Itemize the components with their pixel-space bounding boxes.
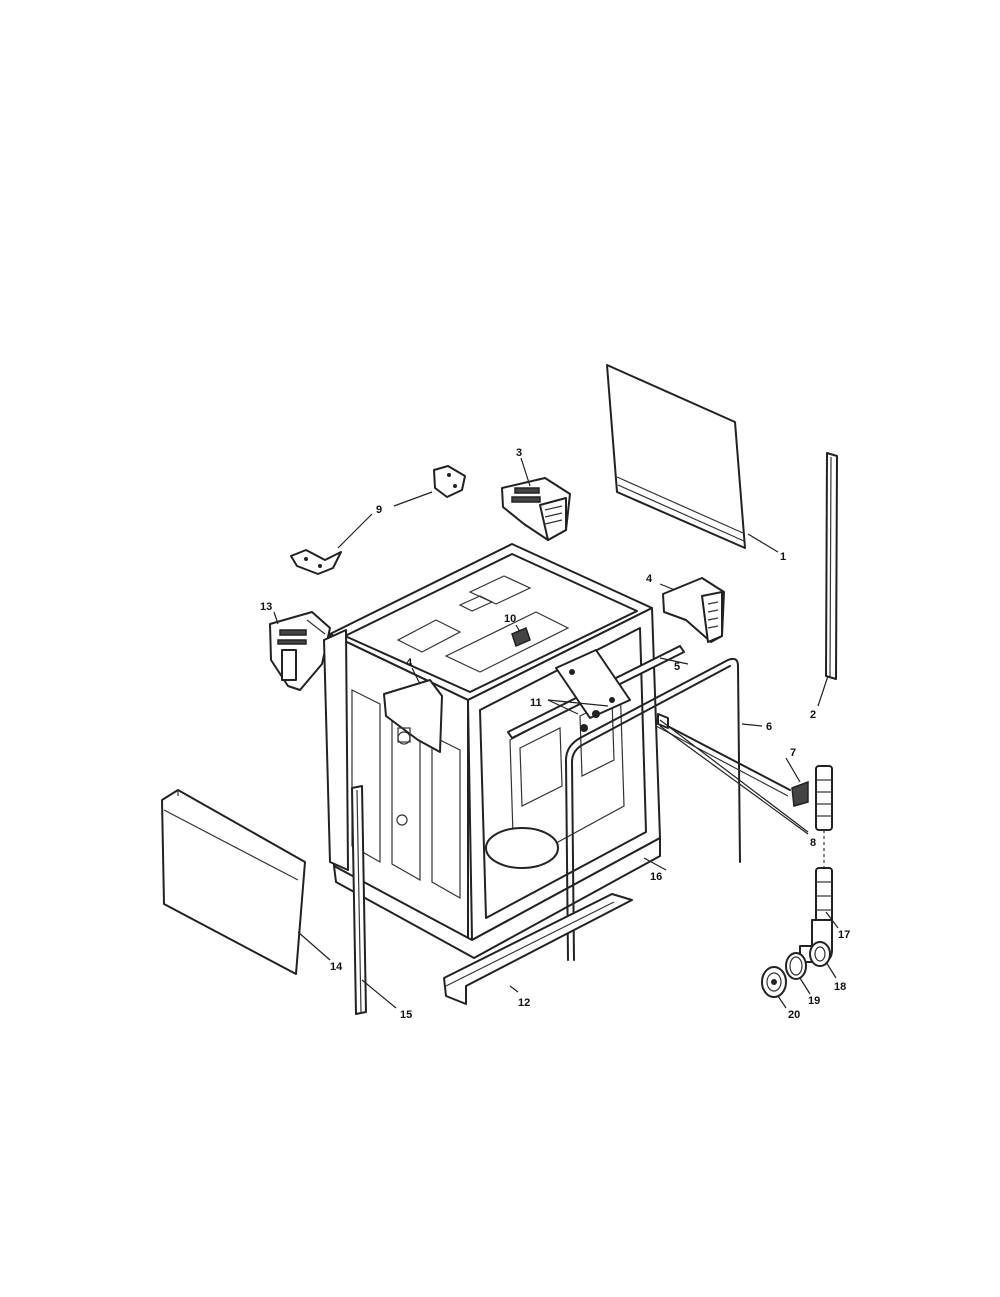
part-6-rod	[565, 657, 741, 961]
callout-17: 17	[838, 929, 850, 941]
part-9-bracket-top	[433, 465, 466, 498]
callout-1: 1	[780, 551, 786, 563]
part-14-panel	[161, 789, 306, 975]
callout-15: 15	[400, 1009, 412, 1021]
part-4-bracket-right	[662, 577, 725, 643]
part-11-fasteners	[555, 649, 631, 732]
callout-3: 3	[516, 447, 522, 459]
callout-19: 19	[808, 995, 820, 1007]
callout-4-right: 4	[646, 573, 653, 585]
callout-2: 2	[810, 709, 816, 721]
callout-6: 6	[766, 721, 772, 733]
part-7-8-slider	[655, 713, 809, 807]
callout-8: 8	[810, 837, 816, 849]
part-18-elbow	[799, 919, 833, 967]
callout-14: 14	[330, 961, 343, 973]
part-17-fitting	[815, 765, 833, 929]
callout-labels: 1 2 3 4 4 5 6 7 8 9 10 11 12 13 14 15 16…	[260, 447, 850, 1021]
part-20-cap	[761, 966, 787, 998]
callout-9: 9	[376, 504, 382, 516]
part-13-bracket	[269, 611, 331, 691]
callout-11: 11	[530, 697, 542, 709]
callout-13: 13	[260, 601, 272, 613]
callout-12: 12	[518, 997, 530, 1009]
leader-lines	[273, 457, 839, 1009]
callout-4-left: 4	[406, 657, 413, 669]
part-3-bracket	[501, 477, 571, 541]
part-15-strip	[351, 785, 367, 1015]
callout-16: 16	[650, 871, 662, 883]
callout-18: 18	[834, 981, 846, 993]
callout-5: 5	[674, 661, 680, 673]
callout-20: 20	[788, 1009, 800, 1021]
part-12-rail	[443, 893, 633, 1005]
part-9-bracket-left	[290, 549, 342, 575]
part-1-panel	[606, 364, 746, 549]
part-2-strip	[825, 452, 838, 680]
callout-7: 7	[790, 747, 796, 759]
part-19-ring	[785, 952, 807, 980]
callout-10: 10	[504, 613, 516, 625]
